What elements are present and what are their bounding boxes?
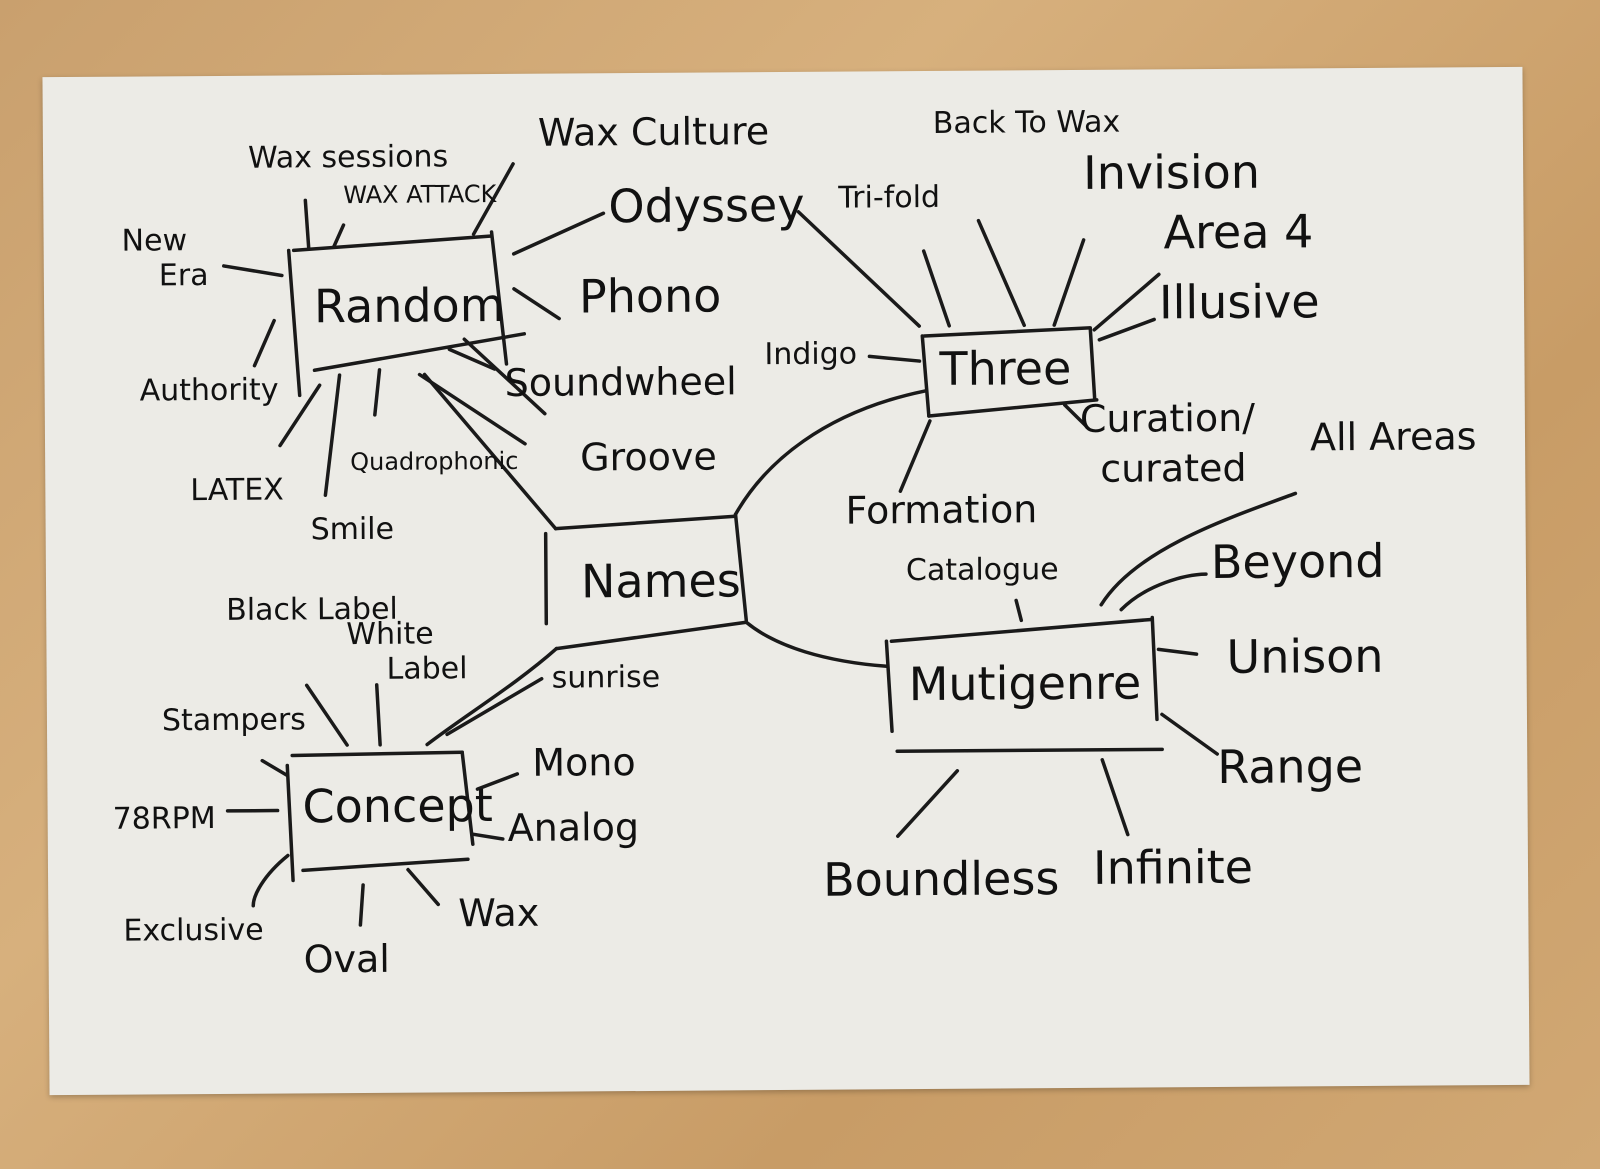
- concept-item-exclusive: Exclusive: [123, 912, 264, 949]
- multigenre-item-unison: Unison: [1226, 628, 1384, 684]
- multigenre-item-boundless: Boundless: [822, 851, 1060, 907]
- random-item-new: New: [121, 223, 188, 259]
- random-item-wax-sessions: Wax sessions: [247, 139, 449, 176]
- random-item-soundwheel: Soundwheel: [504, 359, 737, 405]
- random-item-wax-culture: Wax Culture: [537, 109, 770, 155]
- random-item-quadrophonic: Quadrophonic: [350, 446, 519, 477]
- random-item-latex: LATEX: [190, 472, 284, 509]
- concept-item-stampers: Stampers: [161, 702, 306, 739]
- mindmap-lines: [222, 162, 1298, 927]
- concept-item-label: Label: [386, 651, 468, 687]
- paper-sheet: Names Random Wax sessions WAX ATTACK Wax…: [42, 66, 1530, 1096]
- branch-title-random: Random: [313, 277, 505, 334]
- branch-title-multigenre: Mutigenre: [908, 655, 1142, 712]
- concept-item-wax: Wax: [458, 890, 540, 936]
- multigenre-item-range: Range: [1217, 738, 1364, 794]
- three-item-area-4: Area 4: [1163, 204, 1314, 260]
- branch-title-three: Three: [939, 341, 1072, 396]
- three-item-curated: curated: [1100, 445, 1247, 491]
- three-item-invision: Invision: [1082, 144, 1261, 200]
- random-item-odyssey: Odyssey: [608, 177, 805, 234]
- three-item-curation: Curation/: [1079, 395, 1256, 441]
- random-item-authority: Authority: [139, 372, 279, 409]
- three-item-indigo: Indigo: [764, 336, 858, 373]
- random-item-wax-attack: WAX ATTACK: [343, 180, 497, 210]
- concept-item-78rpm: 78RPM: [112, 800, 216, 837]
- concept-item-mono: Mono: [532, 740, 636, 785]
- three-item-illusive: Illusive: [1158, 274, 1320, 330]
- multigenre-item-catalogue: Catalogue: [905, 552, 1059, 589]
- multigenre-item-infinite: Infinite: [1092, 839, 1254, 895]
- concept-item-oval: Oval: [303, 936, 391, 982]
- random-item-phono: Phono: [578, 268, 722, 324]
- multigenre-item-all-areas: All Areas: [1309, 414, 1477, 460]
- concept-item-sunrise: sunrise: [551, 659, 661, 696]
- random-item-groove: Groove: [579, 434, 717, 480]
- multigenre-item-beyond: Beyond: [1210, 533, 1385, 590]
- three-item-formation: Formation: [845, 487, 1038, 533]
- concept-item-analog: Analog: [507, 805, 640, 850]
- three-item-tri-fold: Tri-fold: [838, 179, 941, 216]
- concept-item-white: White: [346, 616, 434, 653]
- random-item-era: Era: [158, 258, 209, 294]
- three-item-back-to-wax: Back To Wax: [932, 104, 1121, 141]
- random-item-smile: Smile: [310, 511, 395, 548]
- branch-title-concept: Concept: [302, 778, 493, 834]
- center-node-names: Names: [580, 553, 741, 609]
